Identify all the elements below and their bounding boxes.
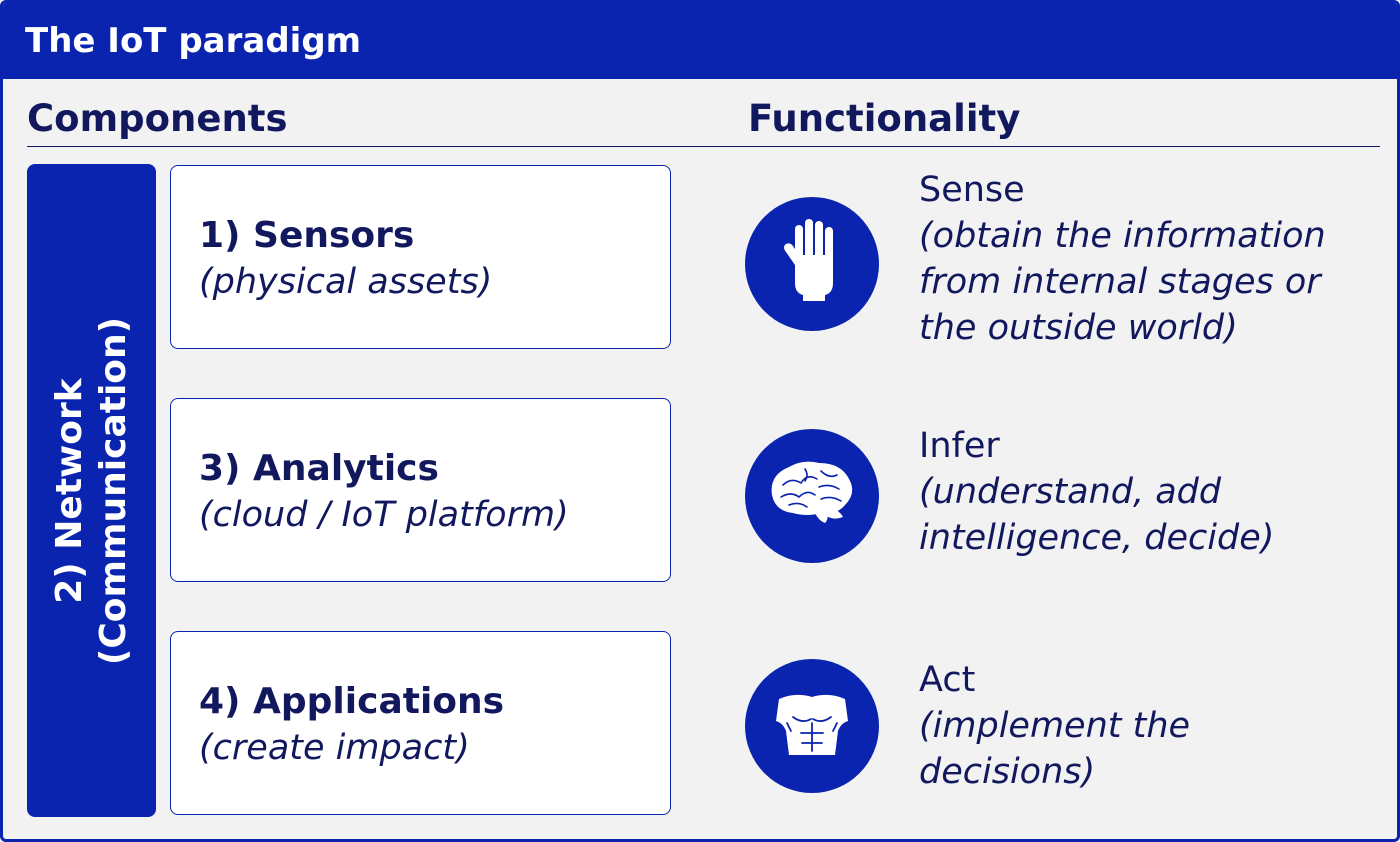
hand-icon xyxy=(745,197,879,331)
function-desc-line: decisions) xyxy=(919,752,1096,792)
title-bar: The IoT paradigm xyxy=(3,3,1397,79)
component-subtitle: (cloud / IoT platform) xyxy=(199,495,569,535)
component-box-sensors: 1) Sensors (physical assets) xyxy=(170,165,671,349)
network-label-line2: (Communication) xyxy=(93,316,134,666)
function-desc-line: the outside world) xyxy=(919,308,1238,348)
component-title: 4) Applications xyxy=(199,681,505,722)
function-act: Act (implement the decisions) xyxy=(919,657,1190,795)
function-desc-line: (obtain the information xyxy=(919,216,1326,256)
component-subtitle: (physical assets) xyxy=(199,262,493,302)
brain-icon xyxy=(745,429,879,563)
function-label: Sense xyxy=(919,170,1025,210)
network-label: 2) Network (Communication) xyxy=(48,317,136,665)
component-subtitle: (create impact) xyxy=(199,728,470,768)
component-box-applications: 4) Applications (create impact) xyxy=(170,631,671,815)
torso-icon xyxy=(745,659,879,793)
functionality-heading: Functionality xyxy=(748,97,1021,140)
function-desc-line: (implement the xyxy=(919,706,1191,746)
function-desc-line: (understand, add xyxy=(919,472,1222,512)
heading-divider xyxy=(27,146,1380,147)
function-label: Infer xyxy=(919,426,1000,466)
function-desc-line: intelligence, decide) xyxy=(919,518,1275,558)
function-desc-line: from internal stages or xyxy=(919,262,1321,302)
function-infer: Infer (understand, add intelligence, dec… xyxy=(919,423,1274,561)
network-bar xyxy=(27,164,156,817)
function-label: Act xyxy=(919,660,976,700)
component-box-analytics: 3) Analytics (cloud / IoT platform) xyxy=(170,398,671,582)
components-heading: Components xyxy=(27,97,288,140)
component-title: 3) Analytics xyxy=(199,448,439,489)
component-title: 1) Sensors xyxy=(199,215,415,256)
diagram-title: The IoT paradigm xyxy=(25,21,362,61)
function-sense: Sense (obtain the information from inter… xyxy=(919,167,1326,351)
network-label-line1: 2) Network xyxy=(49,378,90,604)
